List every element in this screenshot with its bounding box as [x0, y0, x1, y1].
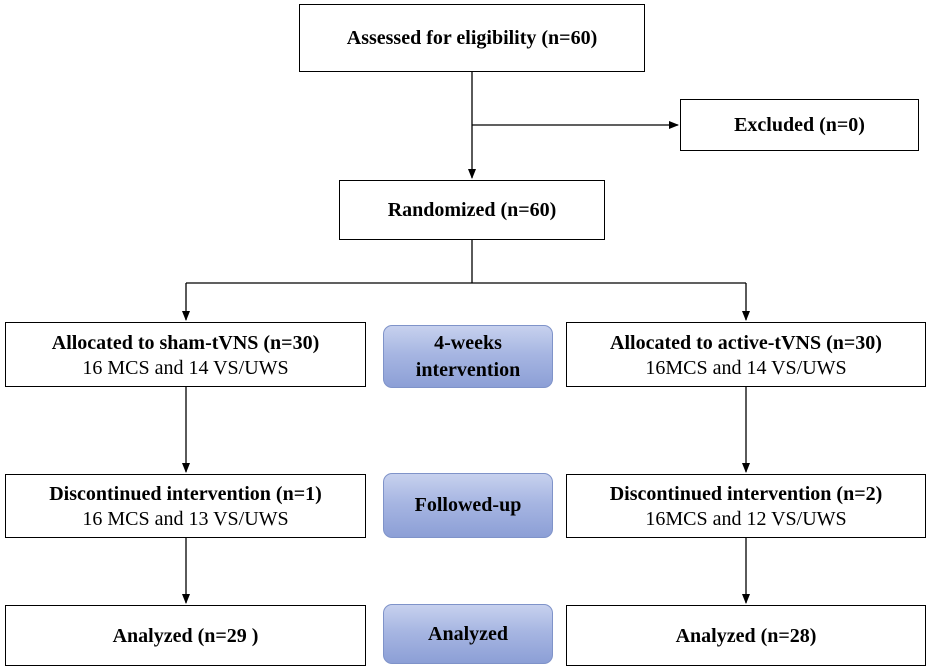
sham-discontinued-box: Discontinued intervention (n=1) 16 MCS a…	[5, 474, 366, 538]
active-allocated-label: Allocated to active-tVNS (n=30)	[610, 331, 882, 354]
active-discontinued-label: Discontinued intervention (n=2)	[609, 483, 883, 505]
sham-discontinued-detail: 16 MCS and 13 VS/UWS	[82, 508, 289, 530]
excluded-box: Excluded (n=0)	[680, 99, 919, 151]
active-allocated-box: Allocated to active-tVNS (n=30) 16MCS an…	[566, 322, 926, 387]
stage-followup-label: Followed-up	[414, 494, 522, 516]
stage-intervention-line1: 4-weeks	[434, 331, 502, 354]
sham-discontinued-label: Discontinued intervention (n=1)	[49, 483, 322, 505]
sham-allocated-label: Allocated to sham-tVNS (n=30)	[51, 331, 320, 354]
sham-allocated-detail: 16 MCS and 14 VS/UWS	[82, 356, 289, 379]
stage-analyzed-label: Analyzed	[428, 622, 508, 645]
assessed-label: Assessed for eligibility (n=60)	[346, 27, 598, 49]
active-allocated-detail: 16MCS and 14 VS/UWS	[645, 356, 847, 379]
active-discontinued-box: Discontinued intervention (n=2) 16MCS an…	[566, 474, 926, 538]
assessed-box: Assessed for eligibility (n=60)	[299, 4, 645, 72]
stage-analyzed: Analyzed	[383, 604, 553, 664]
stage-followup: Followed-up	[383, 473, 553, 538]
sham-analyzed-label: Analyzed (n=29 )	[112, 624, 259, 647]
excluded-label: Excluded (n=0)	[734, 114, 865, 136]
stage-intervention: 4-weeks intervention	[383, 325, 553, 388]
active-discontinued-detail: 16MCS and 12 VS/UWS	[645, 508, 847, 530]
active-analyzed-label: Analyzed (n=28)	[675, 624, 817, 647]
randomized-box: Randomized (n=60)	[339, 180, 605, 240]
active-analyzed-box: Analyzed (n=28)	[566, 605, 926, 666]
randomized-label: Randomized (n=60)	[387, 199, 557, 221]
sham-analyzed-box: Analyzed (n=29 )	[5, 605, 366, 666]
stage-intervention-line2: intervention	[415, 358, 521, 381]
sham-allocated-box: Allocated to sham-tVNS (n=30) 16 MCS and…	[5, 322, 366, 387]
